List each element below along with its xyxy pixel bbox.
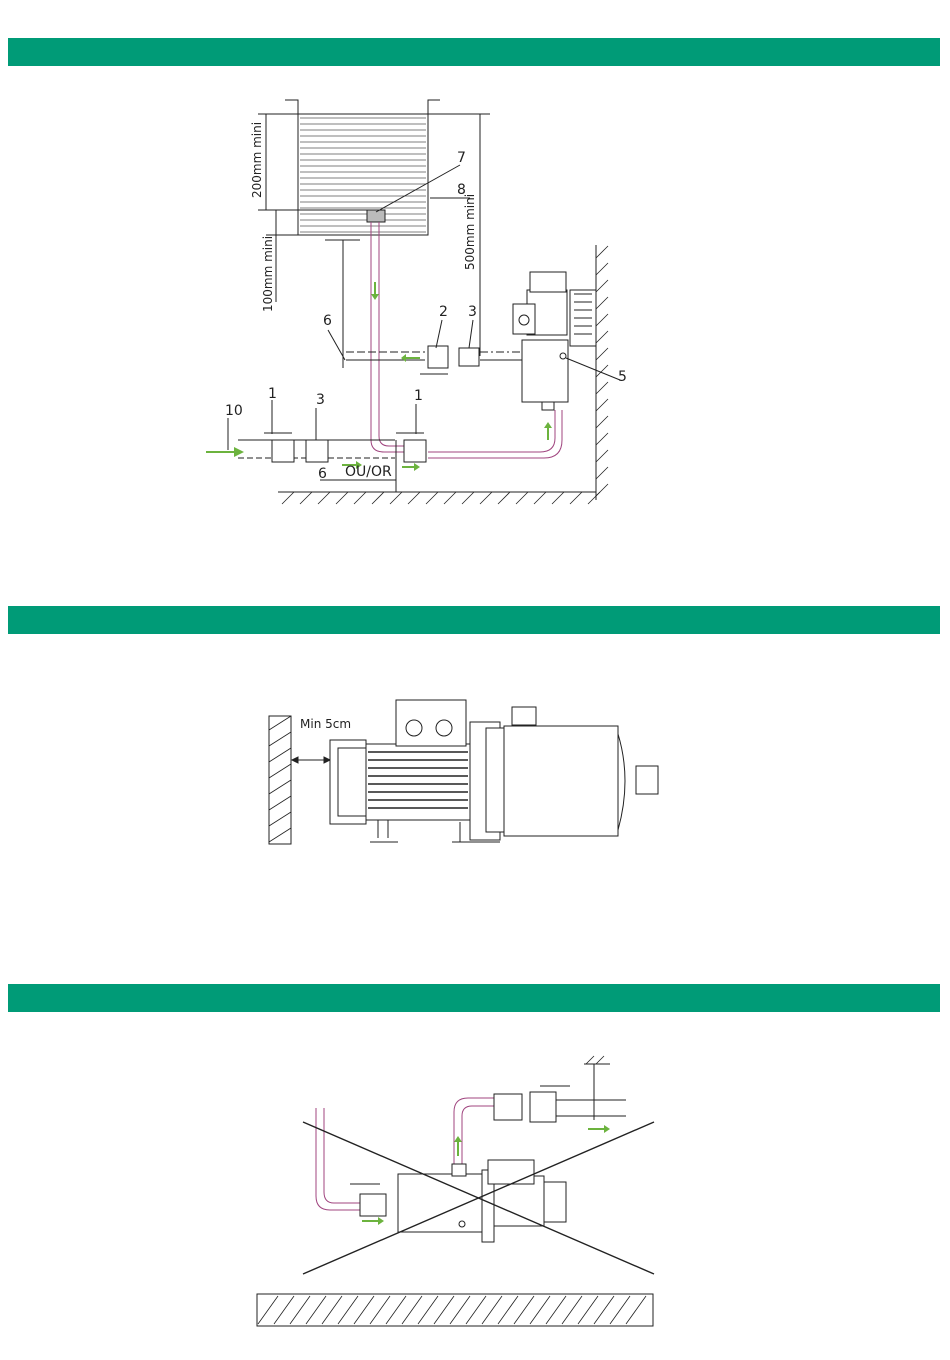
- flow-arrow-out-3: [588, 1125, 610, 1133]
- discharge-valve: [530, 1092, 556, 1122]
- discharge-check-valve: [494, 1094, 522, 1120]
- pump-housing-horizontal: [398, 1174, 482, 1232]
- inlet-valve: [360, 1194, 386, 1216]
- flow-arrow-up-3: [454, 1136, 462, 1156]
- flow-arrow-inlet-3: [362, 1217, 384, 1225]
